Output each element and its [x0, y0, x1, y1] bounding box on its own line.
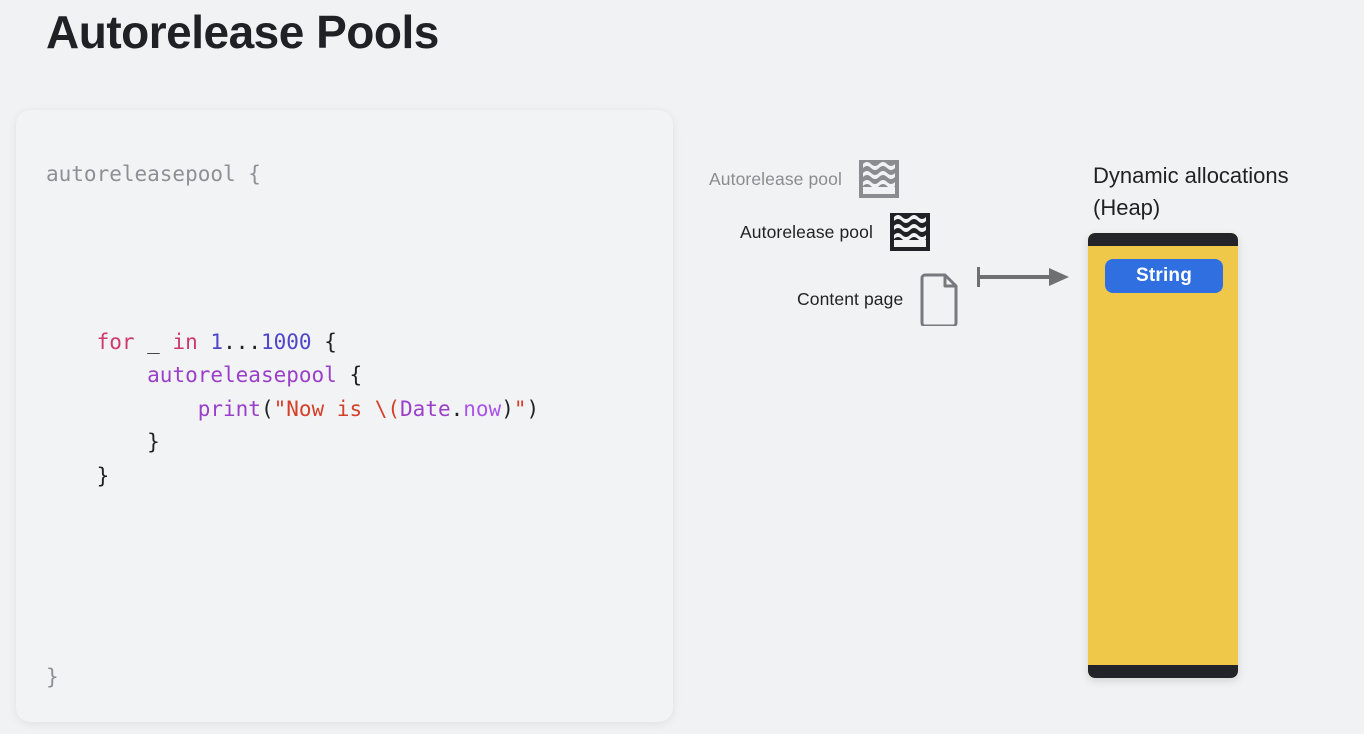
legend-label: Autorelease pool — [740, 221, 873, 242]
code-token: } — [147, 430, 160, 454]
code-token: . — [450, 396, 464, 421]
code-line: autoreleasepool { — [46, 359, 539, 393]
page-title: Autorelease Pools — [46, 6, 439, 58]
code-token: ) — [501, 396, 514, 421]
code-token: 1000 — [261, 329, 312, 354]
code-token: } — [46, 664, 59, 689]
code-token: ... — [223, 329, 261, 354]
code-token: 1 — [210, 329, 224, 354]
pool-icon — [887, 213, 933, 251]
code-token: ( — [260, 396, 274, 421]
code-line: autoreleasepool { — [46, 158, 539, 192]
code-token: for — [96, 329, 135, 354]
heap-title: Dynamic allocations (Heap) — [1093, 160, 1353, 224]
legend-item-autorelease-pool-inner: Autorelease pool — [740, 213, 933, 251]
code-line: } — [46, 661, 539, 695]
flow-arrow-icon — [977, 262, 1069, 292]
code-card: autoreleasepool { for _ in 1...1000 { au… — [16, 110, 673, 722]
code-line: } — [46, 426, 539, 460]
code-token: in — [172, 329, 198, 354]
legend-label: Autorelease pool — [709, 168, 842, 189]
code-token: _ — [134, 329, 173, 354]
code-token: { — [311, 329, 337, 354]
code-block: autoreleasepool { for _ in 1...1000 { au… — [46, 158, 539, 694]
code-line: } — [46, 460, 539, 494]
pool-icon — [856, 160, 902, 198]
legend-item-autorelease-pool-outer: Autorelease pool — [709, 160, 902, 198]
heap-block: String — [1088, 233, 1238, 678]
code-line: for _ in 1...1000 { — [46, 326, 539, 360]
heap-cap-bottom — [1088, 665, 1238, 678]
code-token: ) — [526, 396, 540, 421]
code-token: "Now is \( — [273, 396, 401, 421]
code-token: autoreleasepool — [147, 363, 337, 387]
code-token: " — [513, 396, 527, 421]
code-token: print — [197, 396, 261, 421]
code-token: { — [336, 363, 363, 387]
document-icon — [917, 272, 963, 326]
heap-title-line2: (Heap) — [1093, 195, 1161, 220]
heap-allocation-string: String — [1105, 259, 1223, 293]
legend-label: Content page — [797, 288, 904, 309]
heap-title-line1: Dynamic allocations — [1093, 163, 1289, 188]
legend-item-content-page: Content page — [797, 272, 963, 326]
code-token: now — [463, 396, 502, 421]
code-token: autoreleasepool { — [46, 162, 261, 186]
code-token: Date — [400, 396, 451, 421]
code-token: } — [96, 463, 110, 488]
heap-cap-top — [1088, 233, 1238, 246]
code-line: print("Now is \(Date.now)") — [46, 393, 539, 427]
